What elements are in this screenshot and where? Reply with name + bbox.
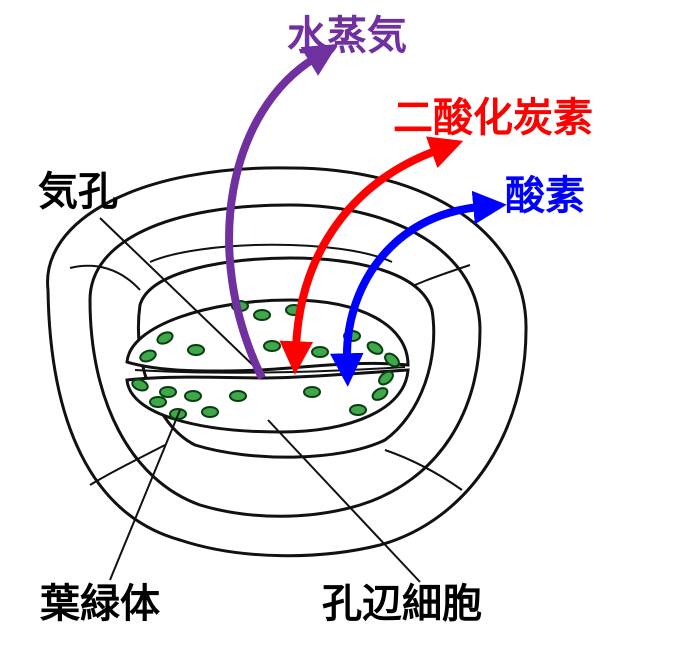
chloroplast [187, 344, 205, 356]
chloroplast [349, 404, 367, 416]
chloroplast [149, 396, 167, 408]
label-stoma: 気孔 [38, 169, 118, 215]
epidermal-wall-right-lower [384, 449, 463, 491]
chloroplast [303, 386, 321, 398]
water-vapor-arrow [225, 43, 338, 380]
chloroplast [156, 331, 174, 345]
label-guard-cell: 孔辺細胞 [322, 581, 482, 627]
chloroplast [263, 340, 281, 352]
label-water-vapor: 水蒸気 [287, 13, 407, 59]
chloroplast [371, 387, 389, 401]
label-oxygen: 酸素 [505, 173, 585, 219]
label-carbon-dioxide: 二酸化炭素 [393, 95, 593, 141]
chloroplast [139, 349, 157, 363]
epidermal-wall-left-upper [69, 264, 141, 291]
chloroplast [159, 386, 177, 398]
chloroplast [229, 390, 247, 402]
chloroplast [201, 406, 219, 418]
chloroplast [311, 346, 329, 358]
leader-line-stoma [99, 217, 259, 371]
oxygen-arrow [330, 190, 507, 387]
chloroplast [184, 390, 202, 402]
leader-line-chloroplast [109, 409, 181, 581]
epidermal-wall-left-lower [89, 444, 166, 486]
label-chloroplast: 葉緑体 [40, 581, 160, 627]
leader-line-guard-cell [267, 419, 421, 583]
chloroplast [131, 378, 149, 392]
chloroplast [253, 309, 271, 321]
